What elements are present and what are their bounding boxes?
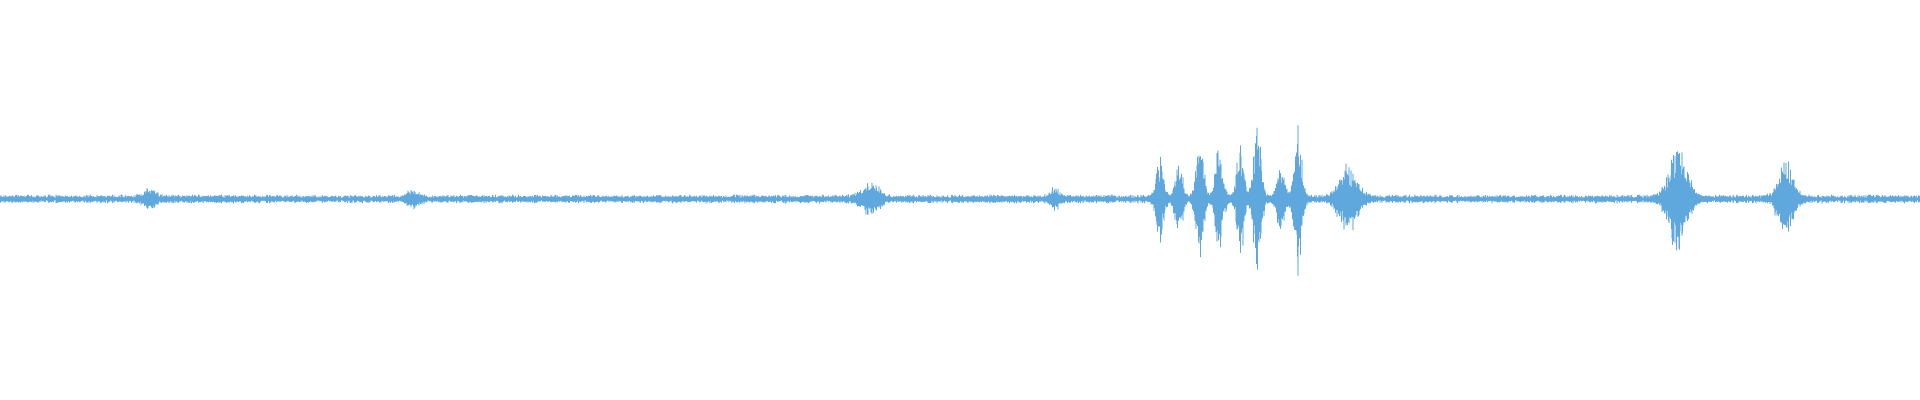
waveform-trace xyxy=(0,125,1920,276)
